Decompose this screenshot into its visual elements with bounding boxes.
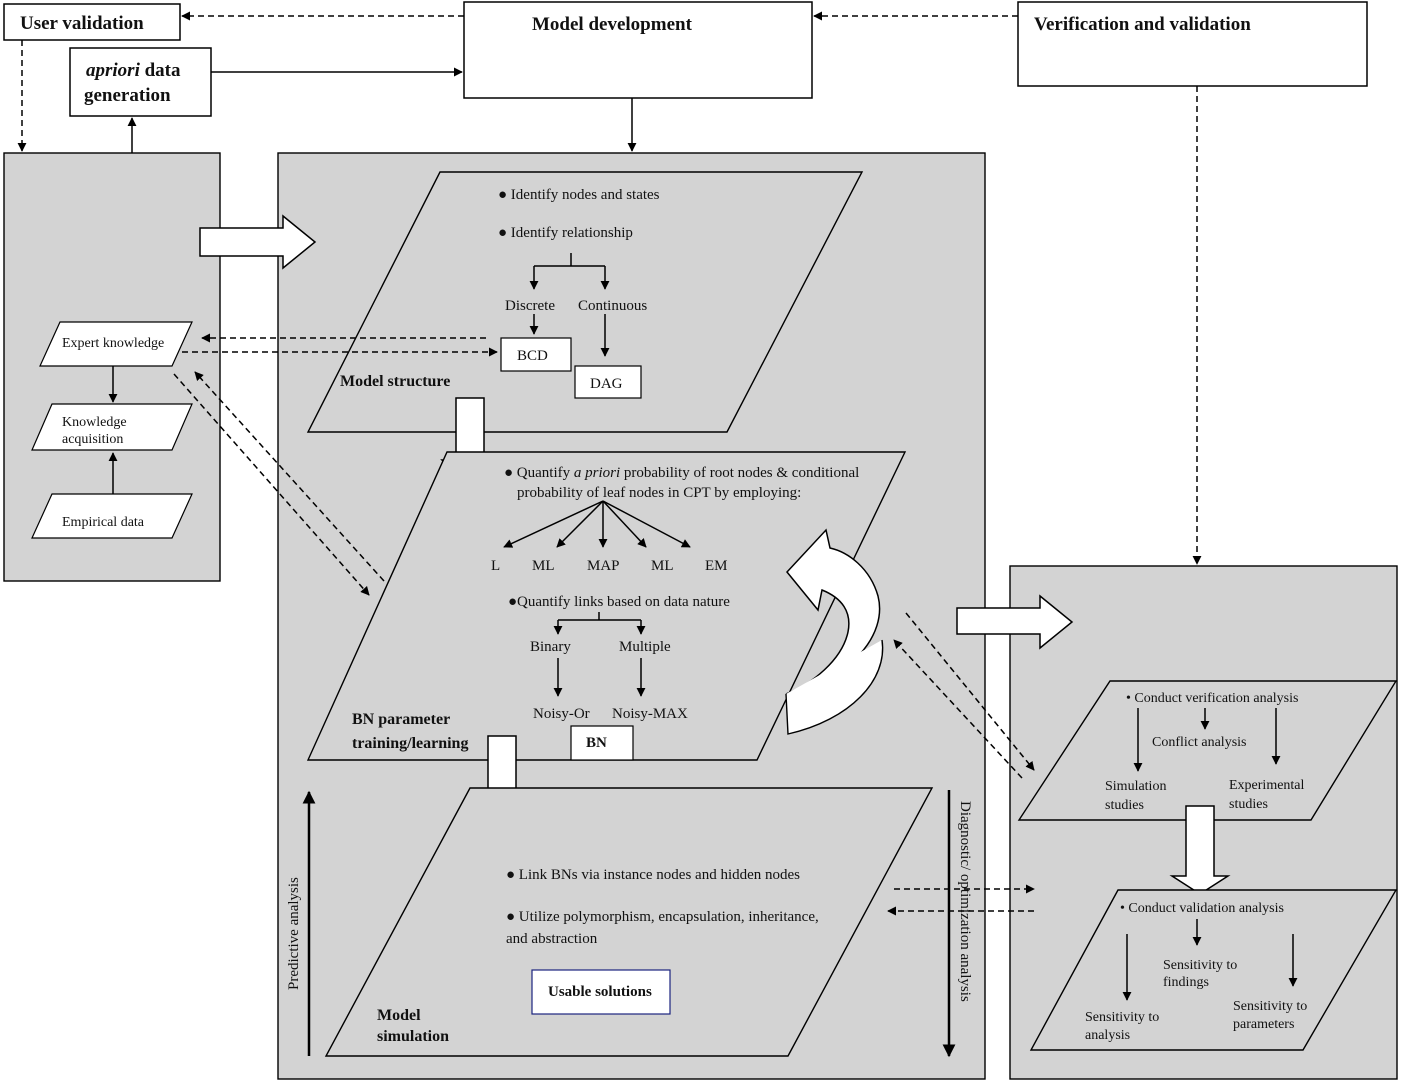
dash-expert-to-param [173,373,370,596]
apriori-label-1: apriori data [86,60,181,81]
diagnostic-label: Diagnostic/ optimization analysis [957,801,973,1002]
model-simulation-title-1: Model [377,1007,421,1024]
method-L: L [491,558,500,574]
arrow-to-EM [602,500,691,548]
experimental-studies-2: studies [1229,797,1268,812]
noisy-max-label: Noisy-MAX [612,706,688,722]
arrow-to-L [503,500,604,548]
multiple-label: Multiple [619,639,671,655]
bn-box [570,725,634,761]
expert-knowledge-label: Expert knowledge [62,336,164,351]
apriori-box [69,47,212,117]
feedback-curved-arrow [785,528,881,695]
dag-label: DAG [590,376,623,392]
usable-solutions-label: Usable solutions [548,984,652,1000]
sens-analysis-1: Sensitivity to [1085,1010,1159,1025]
model-simulation-title-2: simulation [377,1028,449,1045]
sens-params-2: parameters [1233,1017,1294,1032]
verif-bullet: • Conduct verification analysis [1126,691,1298,706]
user-validation-box [3,3,181,41]
simulation-studies-1: Simulation [1105,779,1166,794]
sens-findings-2: findings [1163,975,1209,990]
sens-analysis-2: analysis [1085,1028,1130,1043]
verification-box [1017,1,1368,87]
user-validation-label: User validation [20,13,144,34]
knowledge-acquisition-label-2: acquisition [62,432,123,447]
model-structure-title: Model structure [340,373,450,390]
model-development-box [463,1,813,99]
knowledge-acquisition-shape [31,403,193,451]
verification-label: Verification and validation [1034,14,1251,35]
arrow-to-ML2 [602,500,647,548]
dash-param-to-expert [194,371,385,582]
model-simulation-shape [324,787,934,1057]
sim-bullet-2-cont: and abstraction [506,931,598,947]
validation-analysis-shape [1029,889,1398,1051]
feedback-curved-arrow-band [785,639,884,735]
big-arrow-to-verification [956,594,1074,650]
simulation-studies-2: studies [1105,798,1144,813]
param-bullet-2: ●Quantify links based on data nature [508,594,730,610]
bcd-box [500,337,572,372]
discrete-label: Discrete [505,298,555,314]
conflict-label: Conflict analysis [1152,735,1247,750]
sens-params-1: Sensitivity to [1233,999,1307,1014]
sens-findings-1: Sensitivity to [1163,958,1237,973]
verification-analysis-shape [1017,680,1398,821]
arrow-to-ML1 [556,500,604,548]
bcd-label: BCD [517,348,548,364]
method-MAP: MAP [587,558,620,574]
binary-label: Binary [530,639,571,655]
predictive-label: Predictive analysis [286,877,302,990]
usable-solutions-box [531,969,671,1015]
valid-bullet: • Conduct validation analysis [1120,901,1284,916]
apriori-label-2: generation [84,85,171,106]
empirical-data-shape [31,493,193,539]
model-structure-shape [306,171,864,433]
empirical-data-label: Empirical data [62,515,145,530]
knowledge-acquisition-label-1: Knowledge [62,415,127,430]
param-line-2: probability of leaf nodes in CPT by empl… [517,485,801,501]
method-ML-1: ML [532,558,555,574]
model-development-label: Model development [532,14,693,35]
dag-box [574,365,642,399]
structure-bullet-1: ● Identify nodes and states [498,187,660,203]
experimental-studies-1: Experimental [1229,778,1305,793]
method-ML-2: ML [651,558,674,574]
sim-bullet-1: ● Link BNs via instance nodes and hidden… [506,867,800,883]
bn-label: BN [586,735,607,751]
noisy-or-label: Noisy-Or [533,706,590,722]
dash-param-to-verif [905,612,1035,771]
big-arrow-left-to-structure [199,214,317,270]
param-line-1: ● Quantify a priori probability of root … [504,465,859,481]
sim-bullet-2: ● Utilize polymorphism, encapsulation, i… [506,909,819,925]
method-EM: EM [705,558,728,574]
big-arrow-verif-to-valid [1169,805,1231,895]
dash-verif-to-param [893,639,1023,779]
continuous-label: Continuous [578,298,647,314]
structure-bullet-2: ● Identify relationship [498,225,633,241]
bn-parameter-title-1: BN parameter [352,711,450,728]
expert-knowledge-shape [39,321,193,367]
bn-parameter-shape [306,451,907,761]
bn-parameter-title-2: training/learning [352,735,468,752]
